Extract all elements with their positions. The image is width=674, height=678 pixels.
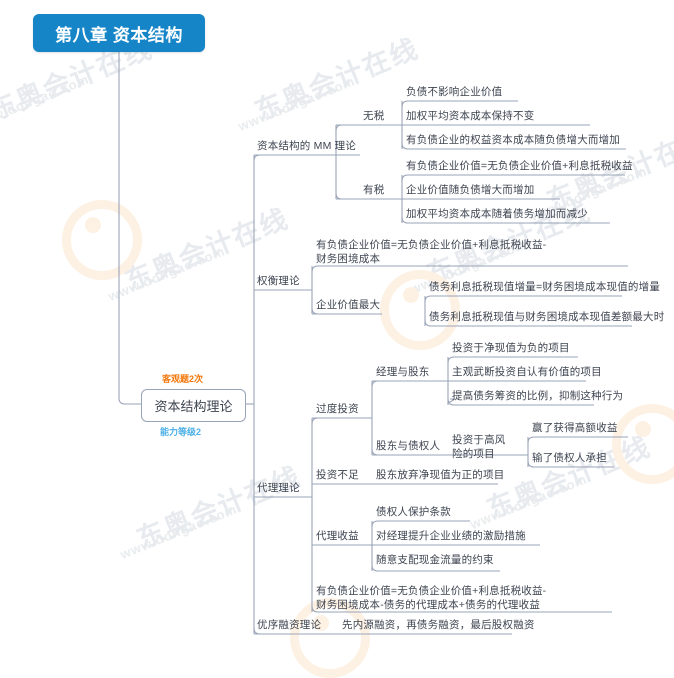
node-pecking-order-theory[interactable]: 优序融资理论 xyxy=(257,619,322,631)
root-node[interactable]: 资本结构理论 xyxy=(141,389,246,422)
node-shareholder-creditor-item[interactable]: 输了债权人承担 xyxy=(532,452,607,464)
node-agency-benefit-item[interactable]: 对经理提升企业业绩的激励措施 xyxy=(376,530,526,542)
node-manager-shareholder-item[interactable]: 提高债务筹资的比例，抑制这种行为 xyxy=(452,390,624,402)
node-agency-benefit-item[interactable]: 随意支配现金流量的约束 xyxy=(376,554,494,566)
node-manager-shareholder-item[interactable]: 投资于净现值为负的项目 xyxy=(452,342,570,354)
node-pecking-order-item[interactable]: 先内源融资，再债务融资，最后股权融资 xyxy=(342,619,535,631)
node-shareholder-creditor[interactable]: 股东与债权人 xyxy=(376,440,441,452)
node-agency-formula[interactable]: 有负债企业价值=无负债企业价值+利息抵税收益- 财务困境成本-债务的代理成本+债… xyxy=(316,585,547,611)
node-manager-shareholder[interactable]: 经理与股东 xyxy=(376,366,430,378)
chapter-title-text: 第八章 资本结构 xyxy=(55,25,183,45)
node-mm-with-tax-item[interactable]: 加权平均资本成本随着债务增加而减少 xyxy=(406,208,588,220)
node-tradeoff-max-value[interactable]: 企业价值最大 xyxy=(316,299,381,311)
node-agency-benefit-item[interactable]: 债权人保护条款 xyxy=(376,506,451,518)
node-tradeoff-max-value-item[interactable]: 债务利息抵税现值与财务困境成本现值差额最大时 xyxy=(429,311,665,323)
node-agency-theory[interactable]: 代理理论 xyxy=(257,482,300,494)
node-tradeoff-formula[interactable]: 有负债企业价值=无负债企业价值+利息抵税收益- 财务困境成本 xyxy=(316,239,547,265)
node-tradeoff-theory[interactable]: 权衡理论 xyxy=(257,275,300,287)
node-shareholder-creditor-item[interactable]: 赢了获得高额收益 xyxy=(532,422,618,434)
node-under-investment[interactable]: 投资不足 xyxy=(316,469,359,481)
root-tag-exam-count: 客观题2次 xyxy=(162,374,204,384)
node-mm-no-tax-item[interactable]: 负债不影响企业价值 xyxy=(406,86,503,98)
root-node-label: 资本结构理论 xyxy=(154,399,233,414)
node-mm-with-tax[interactable]: 有税 xyxy=(363,184,385,196)
root-tag-ability-level: 能力等级2 xyxy=(160,427,202,437)
node-under-investment-item[interactable]: 股东放弃净现值为正的项目 xyxy=(376,469,505,481)
node-over-investment[interactable]: 过度投资 xyxy=(316,403,359,415)
node-manager-shareholder-item[interactable]: 主观武断投资自认有价值的项目 xyxy=(452,366,602,378)
node-tradeoff-max-value-item[interactable]: 债务利息抵税现值增量=财务困境成本现值的增量 xyxy=(429,281,661,293)
node-mm-no-tax-item[interactable]: 有负债企业的权益资本成本随负债增大而增加 xyxy=(406,134,620,146)
chapter-title-box[interactable]: 第八章 资本结构 xyxy=(33,14,205,52)
node-mm-with-tax-item[interactable]: 企业价值随负债增大而增加 xyxy=(406,184,535,196)
node-high-risk-project[interactable]: 投资于高风 险的项目 xyxy=(452,434,506,460)
node-mm-no-tax[interactable]: 无税 xyxy=(363,110,385,122)
node-mm-no-tax-item[interactable]: 加权平均资本成本保持不变 xyxy=(406,110,535,122)
mindmap-canvas: 东奥会计在线 www.dongao.com 东奥会计在线 www.dongao.… xyxy=(0,14,674,678)
node-mm-theory[interactable]: 资本结构的 MM 理论 xyxy=(257,140,357,152)
connector-lines xyxy=(118,52,632,635)
node-mm-with-tax-item[interactable]: 有负债企业价值=无负债企业价值+利息抵税收益 xyxy=(406,160,633,172)
node-agency-benefit[interactable]: 代理收益 xyxy=(316,530,359,542)
